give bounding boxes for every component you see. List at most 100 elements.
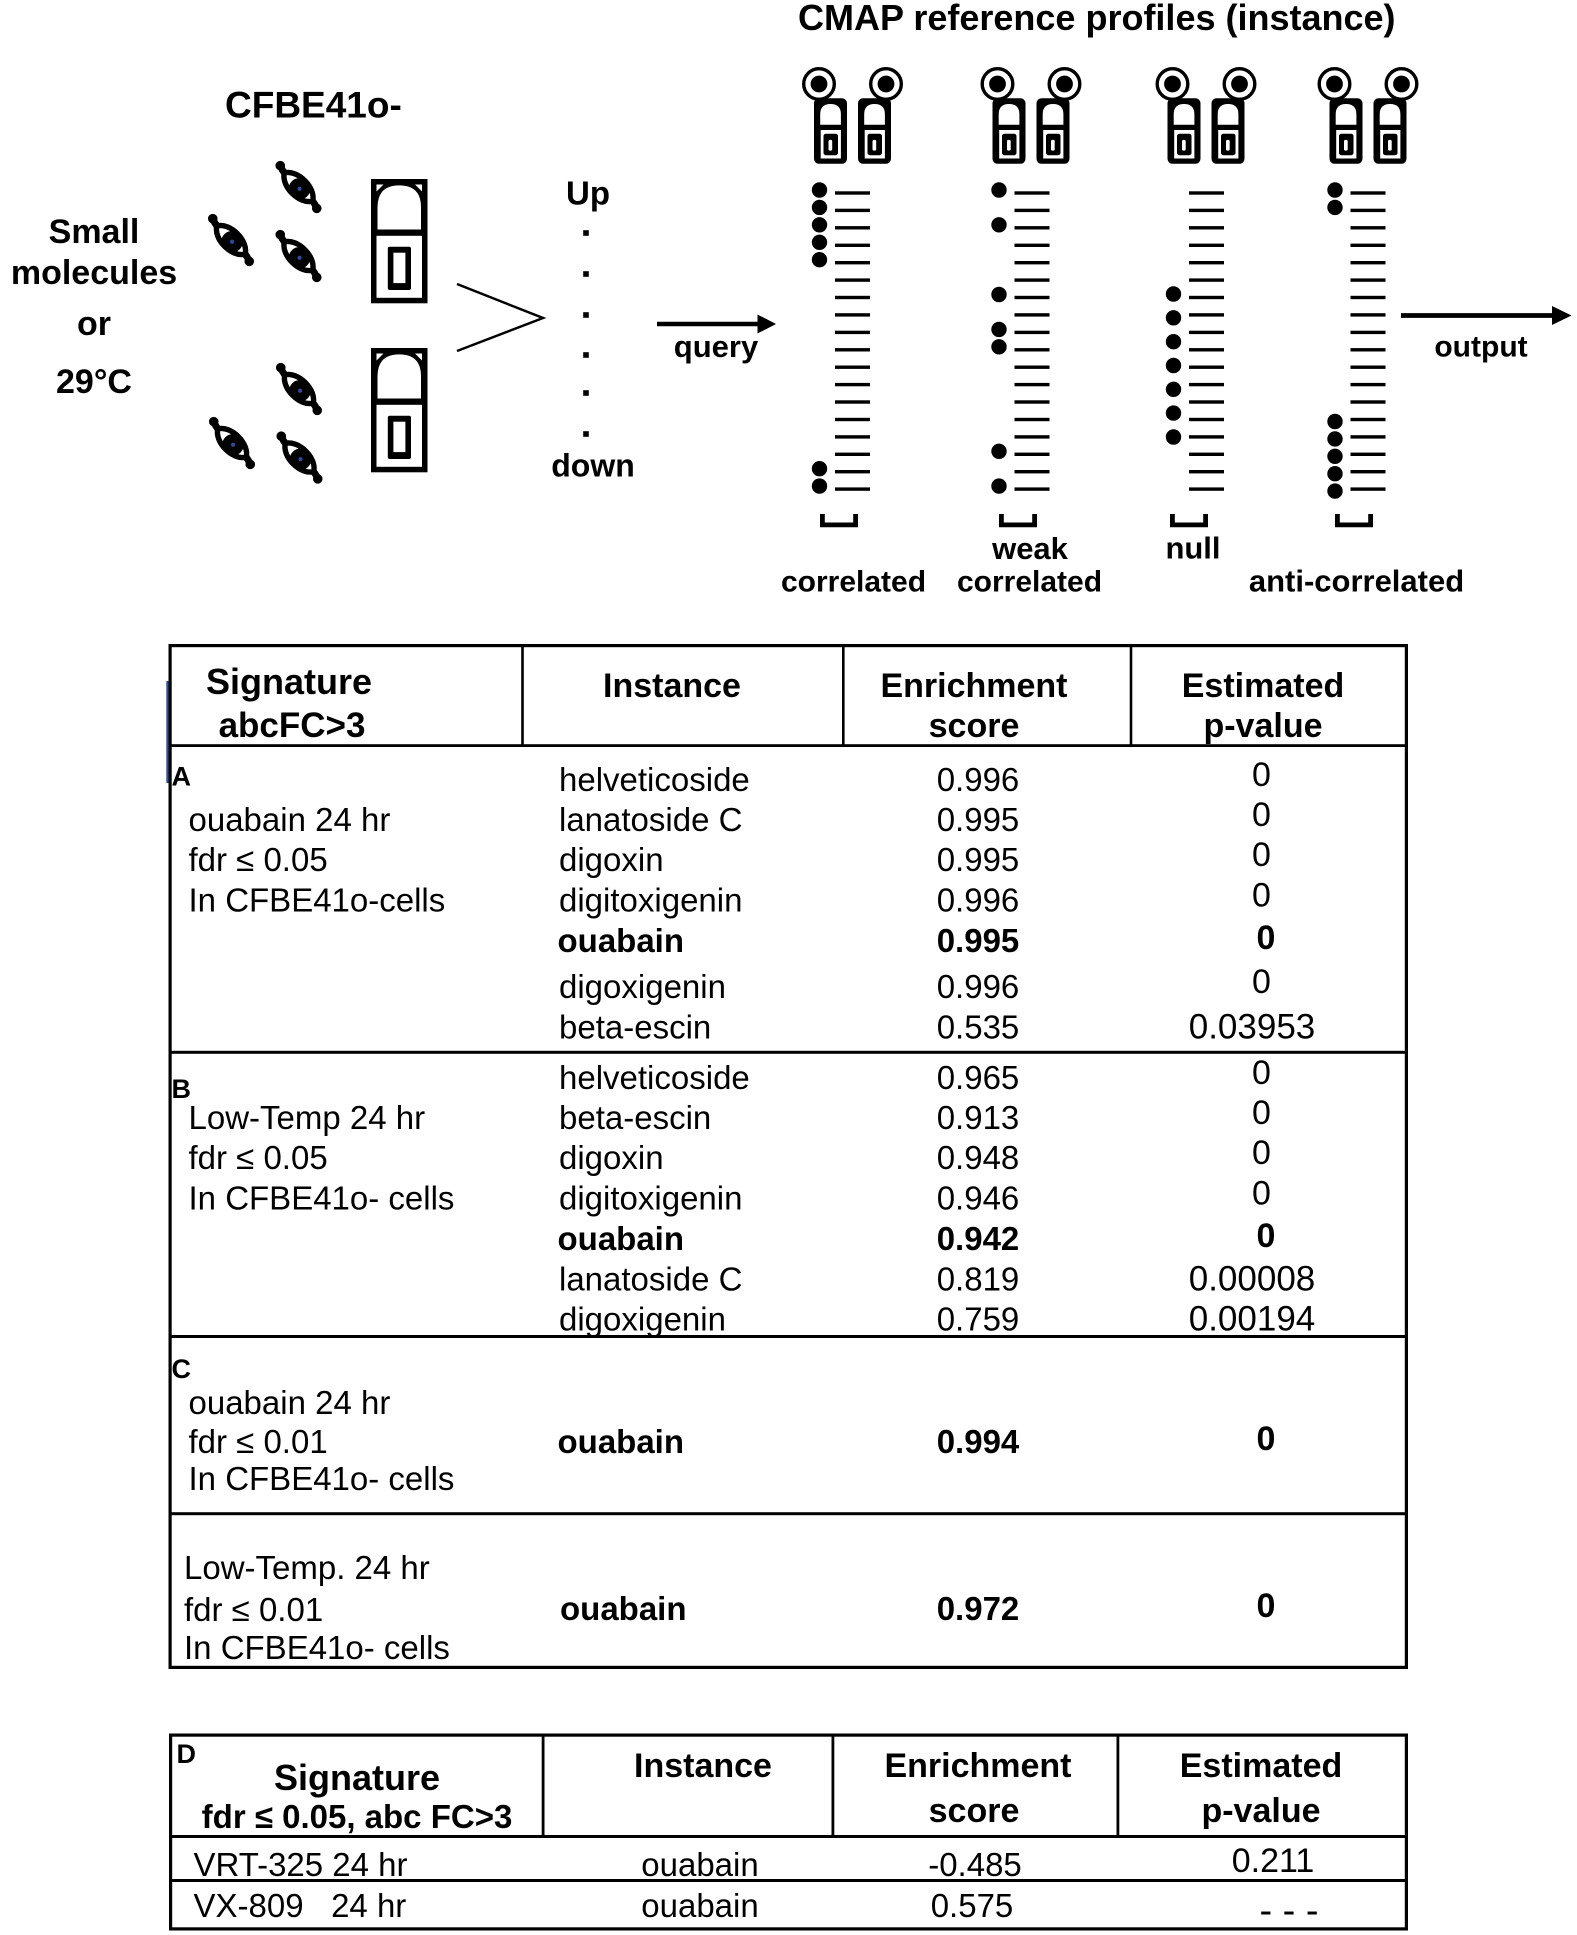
svg-text:ouabain 24 hr: ouabain 24 hr — [189, 801, 391, 838]
svg-text:0.995: 0.995 — [937, 841, 1020, 878]
svg-text:0.946: 0.946 — [937, 1180, 1020, 1217]
svg-text:fdr ≤ 0.05, abc FC>3: fdr ≤ 0.05, abc FC>3 — [202, 1798, 513, 1835]
svg-text:Signature: Signature — [274, 1757, 440, 1798]
svg-text:0.535: 0.535 — [937, 1009, 1020, 1046]
svg-text:fdr ≤ 0.05: fdr ≤ 0.05 — [189, 1139, 328, 1176]
svg-text:0.759: 0.759 — [937, 1301, 1020, 1338]
svg-text:ouabain: ouabain — [560, 1590, 687, 1627]
svg-text:digitoxigenin: digitoxigenin — [559, 882, 742, 919]
svg-text:In CFBE41o- cells: In CFBE41o- cells — [189, 1180, 455, 1217]
svg-text:VX-809 24 hr: VX-809 24 hr — [194, 1887, 407, 1924]
svg-text:output: output — [1434, 331, 1527, 364]
svg-text:correlated: correlated — [781, 566, 926, 599]
svg-text:Estimated: Estimated — [1182, 667, 1345, 705]
svg-text:Instance: Instance — [603, 667, 741, 705]
svg-text:0.996: 0.996 — [937, 882, 1020, 919]
svg-text:molecules: molecules — [11, 254, 177, 292]
svg-text:Up: Up — [566, 175, 610, 212]
svg-text:0.996: 0.996 — [937, 761, 1020, 798]
svg-text:In CFBE41o-cells: In CFBE41o-cells — [189, 882, 446, 919]
svg-text:p-value: p-value — [1203, 707, 1322, 745]
svg-text:0: 0 — [1257, 1587, 1276, 1625]
svg-text:0.211: 0.211 — [1232, 1842, 1315, 1880]
svg-text:ouabain: ouabain — [641, 1846, 758, 1883]
svg-text:0: 0 — [1252, 877, 1271, 915]
svg-text:helveticoside: helveticoside — [559, 761, 750, 798]
svg-text:Signature: Signature — [206, 661, 372, 702]
svg-text:0.994: 0.994 — [937, 1423, 1020, 1460]
svg-text:0: 0 — [1252, 1134, 1271, 1172]
svg-text:- - -: - - - — [1259, 1890, 1318, 1932]
svg-text:0: 0 — [1252, 796, 1271, 834]
svg-text:ouabain: ouabain — [558, 1220, 685, 1257]
svg-text:digoxigenin: digoxigenin — [559, 968, 726, 1005]
svg-text:lanatoside C: lanatoside C — [559, 1261, 742, 1298]
svg-text:0.995: 0.995 — [937, 922, 1020, 959]
svg-text:C: C — [172, 1354, 192, 1384]
svg-text:In CFBE41o- cells: In CFBE41o- cells — [189, 1460, 455, 1497]
svg-text:down: down — [551, 448, 635, 484]
svg-text:0.942: 0.942 — [937, 1220, 1020, 1257]
svg-text:0.965: 0.965 — [937, 1059, 1020, 1096]
svg-text:ouabain: ouabain — [641, 1887, 758, 1924]
svg-text:ouabain: ouabain — [558, 922, 685, 959]
svg-text:0.948: 0.948 — [937, 1139, 1020, 1176]
svg-text:weak: weak — [991, 531, 1069, 566]
svg-text:Low-Temp 24 hr: Low-Temp 24 hr — [189, 1099, 426, 1136]
svg-text:B: B — [172, 1074, 192, 1104]
svg-text:0: 0 — [1257, 919, 1276, 957]
svg-text:abcFC>3: abcFC>3 — [219, 706, 366, 745]
svg-text:0: 0 — [1252, 1094, 1271, 1132]
svg-text:0.995: 0.995 — [937, 801, 1020, 838]
svg-text:0.00008: 0.00008 — [1189, 1260, 1316, 1299]
svg-text:Estimated: Estimated — [1180, 1747, 1343, 1785]
svg-text:Enrichment: Enrichment — [880, 667, 1067, 705]
svg-text:0.819: 0.819 — [937, 1261, 1020, 1298]
svg-text:0.913: 0.913 — [937, 1099, 1020, 1136]
svg-text:fdr ≤ 0.01: fdr ≤ 0.01 — [189, 1423, 328, 1460]
svg-text:-0.485: -0.485 — [928, 1846, 1022, 1883]
svg-text:0: 0 — [1257, 1420, 1276, 1458]
svg-text:0.575: 0.575 — [931, 1887, 1014, 1924]
svg-text:correlated: correlated — [957, 566, 1102, 599]
svg-text:digoxin: digoxin — [559, 1139, 664, 1176]
svg-text:fdr ≤ 0.05: fdr ≤ 0.05 — [189, 841, 328, 878]
svg-text:0: 0 — [1257, 1217, 1276, 1255]
svg-text:0: 0 — [1252, 836, 1271, 874]
svg-text:0: 0 — [1252, 756, 1271, 794]
svg-text:beta-escin: beta-escin — [559, 1099, 711, 1136]
svg-text:Instance: Instance — [634, 1747, 772, 1785]
svg-text:or: or — [77, 305, 111, 343]
svg-text:0: 0 — [1252, 963, 1271, 1001]
svg-text:0.03953: 0.03953 — [1189, 1008, 1316, 1047]
svg-text:In CFBE41o- cells: In CFBE41o- cells — [184, 1629, 450, 1666]
svg-text:Low-Temp. 24 hr: Low-Temp. 24 hr — [184, 1549, 430, 1586]
svg-text:Enrichment: Enrichment — [884, 1747, 1071, 1785]
svg-text:fdr ≤ 0.01: fdr ≤ 0.01 — [184, 1591, 323, 1628]
svg-text:29°C: 29°C — [56, 363, 132, 401]
svg-text:0.972: 0.972 — [937, 1590, 1020, 1627]
svg-text:A: A — [172, 762, 192, 792]
svg-text:VRT-325 24 hr: VRT-325 24 hr — [194, 1846, 408, 1883]
svg-text:CMAP reference profiles (insta: CMAP reference profiles (instance) — [798, 0, 1396, 38]
svg-text:Small: Small — [49, 213, 140, 251]
svg-text:digitoxigenin: digitoxigenin — [559, 1180, 742, 1217]
svg-text:null: null — [1165, 531, 1220, 566]
svg-text:p-value: p-value — [1201, 1792, 1320, 1830]
svg-text:0: 0 — [1252, 1175, 1271, 1213]
svg-text:lanatoside C: lanatoside C — [559, 801, 742, 838]
svg-text:anti-correlated: anti-correlated — [1249, 564, 1464, 599]
svg-text:CFBE41o-: CFBE41o- — [225, 85, 402, 126]
svg-text:ouabain: ouabain — [558, 1423, 685, 1460]
svg-text:D: D — [177, 1739, 197, 1769]
svg-text:score: score — [929, 1792, 1020, 1830]
svg-text:digoxin: digoxin — [559, 841, 664, 878]
svg-text:0: 0 — [1252, 1054, 1271, 1092]
svg-text:digoxigenin: digoxigenin — [559, 1301, 726, 1338]
svg-text:0.00194: 0.00194 — [1189, 1300, 1316, 1339]
svg-text:helveticoside: helveticoside — [559, 1059, 750, 1096]
svg-text:score: score — [929, 707, 1020, 745]
svg-text:query: query — [674, 329, 759, 364]
svg-text:beta-escin: beta-escin — [559, 1009, 711, 1046]
svg-text:0.996: 0.996 — [937, 968, 1020, 1005]
